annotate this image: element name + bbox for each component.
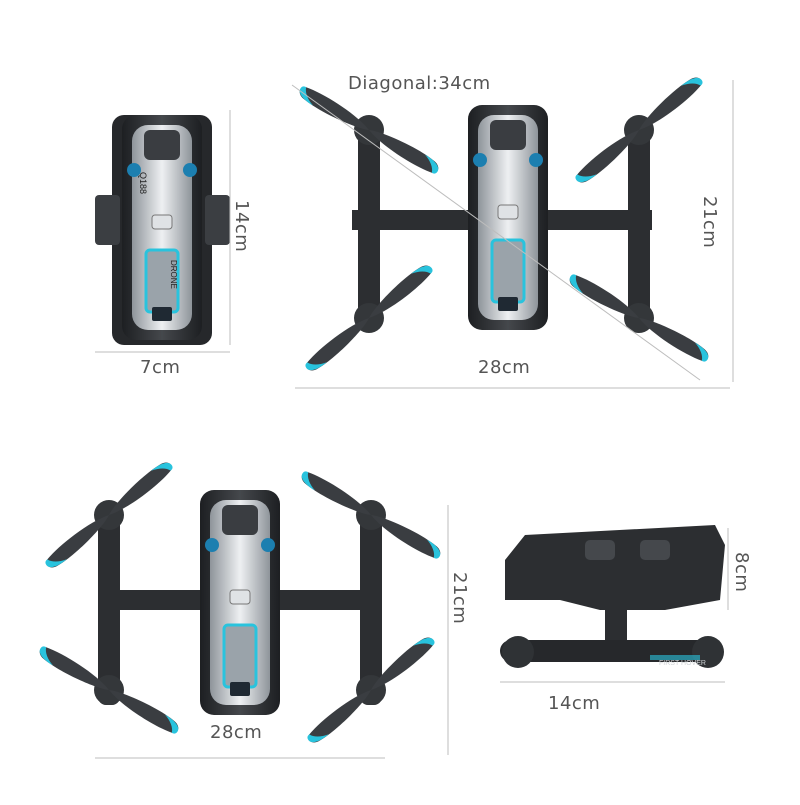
bottom-height-label: 21cm [449,572,470,625]
arm-mark: FIRST HOVER [659,660,706,667]
side-height-label: 8cm [731,552,752,593]
model-mark: Q188 [138,172,148,195]
folded-drone [95,113,230,345]
unfolded-drone-top [296,74,712,374]
diagonal-label: Diagonal:34cm [348,73,491,94]
brand-mark: DRONE [169,260,178,289]
folded-height-label: 14cm [231,200,252,253]
side-view-drone [500,525,725,668]
top-height-label: 21cm [699,196,720,249]
bottom-width-label: 28cm [210,722,263,743]
diagonal-line [291,84,701,381]
top-width-label: 28cm [478,357,531,378]
unfolded-drone-bottom [36,459,444,746]
folded-width-label: 7cm [140,357,181,378]
side-length-label: 14cm [548,693,601,714]
